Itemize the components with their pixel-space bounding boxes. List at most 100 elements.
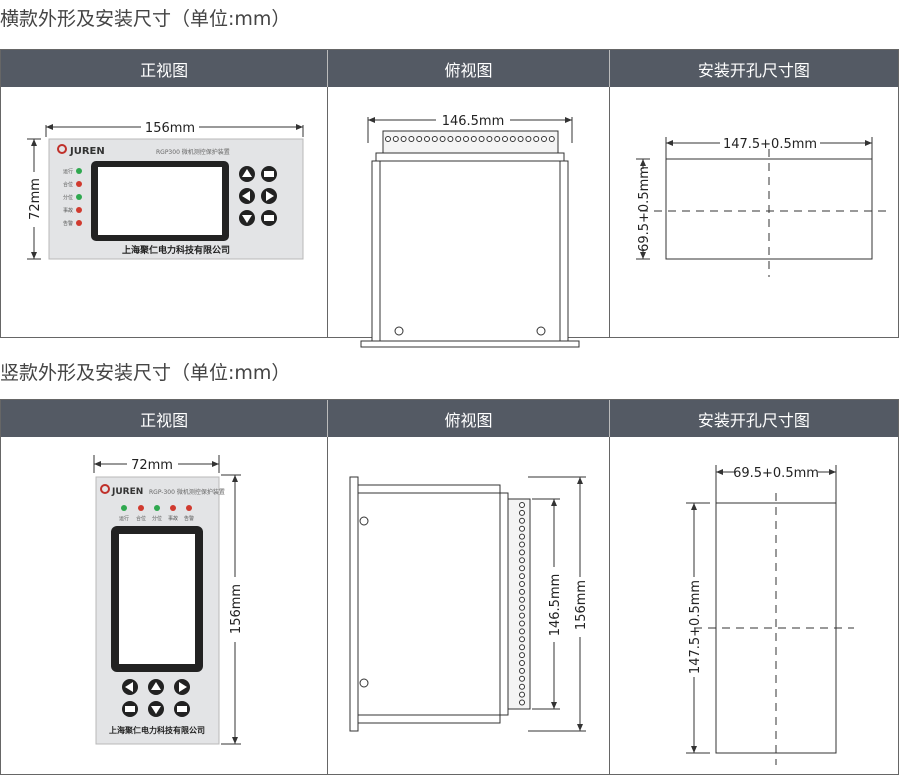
lcd-screen xyxy=(98,167,222,235)
cutout-view-vertical: 69.5+0.5mm 147.5+0.5mm xyxy=(610,437,898,774)
terminal-screw-icon xyxy=(525,136,532,142)
terminal-screw-icon xyxy=(471,136,478,142)
cutout-width-dimension: 69.5+0.5mm xyxy=(733,466,819,481)
height-dimension: 72mm xyxy=(28,178,43,220)
brand-name: JUREN xyxy=(111,487,143,497)
terminal-screw-icon xyxy=(519,581,526,587)
cutout-drawing: 147.5+0.5mm 69.5+0.5mm xyxy=(635,137,890,277)
terminal-screw-icon xyxy=(519,596,526,603)
front-bezel xyxy=(349,476,359,732)
terminal-screw-icon xyxy=(408,136,415,142)
brand-logo-icon xyxy=(100,484,110,494)
brand-logo-icon xyxy=(57,144,67,154)
terminal-screw-icon xyxy=(519,636,526,643)
model-label: RGP-300 微机测控保护装置 xyxy=(149,488,225,496)
terminal-screw-icon xyxy=(455,136,462,142)
terminal-screw-icon xyxy=(519,691,526,698)
keypad xyxy=(239,166,277,226)
front-view-drawing: 72mm 156mm JUREN RGP-300 微机测控保护装置 xyxy=(93,455,244,745)
screw-icon xyxy=(394,326,404,336)
terminal-screw-icon xyxy=(447,136,454,142)
company-name: 上海聚仁电力科技有限公司 xyxy=(122,244,230,256)
top-view-vertical: 146.5mm 156mm xyxy=(328,437,610,774)
terminal-screw-icon xyxy=(510,136,517,142)
svg-text:分位: 分位 xyxy=(63,194,73,201)
screw-icon xyxy=(536,326,546,336)
table-header: 正视图 俯视图 安装开孔尺寸图 xyxy=(1,50,898,87)
svg-text:分位: 分位 xyxy=(152,515,162,522)
header-cutout-view: 安装开孔尺寸图 xyxy=(697,410,810,430)
header-top-view: 俯视图 xyxy=(328,50,610,87)
width-dimension: 156mm xyxy=(145,121,195,136)
device-body xyxy=(371,160,569,342)
terminal-screw-icon xyxy=(519,675,526,682)
terminal-screw-icon xyxy=(519,652,526,659)
terminal-screw-icon xyxy=(519,549,526,556)
terminal-screw-icon xyxy=(519,565,526,572)
terminal-screw-icon xyxy=(519,612,526,619)
svg-text:合位: 合位 xyxy=(63,181,73,188)
terminal-screw-icon xyxy=(519,683,526,690)
svg-text:告警: 告警 xyxy=(63,220,73,227)
dimension-table-horizontal: 正视图 俯视图 安装开孔尺寸图 156mm 72mm xyxy=(0,49,899,348)
terminal-screw-icon xyxy=(385,136,392,142)
terminal-screw-icon xyxy=(519,660,526,666)
top-view-horizontal: 146.5mm xyxy=(328,87,610,348)
dimension-table-vertical: 正视图 俯视图 安装开孔尺寸图 72mm 156mm xyxy=(0,399,899,775)
lcd-screen xyxy=(119,534,195,664)
terminal-screw-icon xyxy=(519,667,526,674)
screw-icon xyxy=(359,678,369,688)
terminal-screw-icon xyxy=(519,541,526,548)
height-dimension: 156mm xyxy=(574,580,589,630)
terminal-screw-icon xyxy=(432,136,439,142)
svg-text:合位: 合位 xyxy=(136,515,146,522)
brand-name: JUREN xyxy=(69,146,105,157)
front-view-horizontal: 156mm 72mm JUREN RGP300 微机测控保护装置 xyxy=(1,87,329,337)
depth-dimension: 146.5mm xyxy=(548,574,563,637)
svg-text:告警: 告警 xyxy=(184,515,194,522)
terminal-screw-icon xyxy=(393,136,400,142)
section-title-vertical: 竖款外形及安装尺寸（单位:mm） xyxy=(0,362,291,384)
terminal-strip xyxy=(385,136,556,142)
cutout-height-dimension: 69.5+0.5mm xyxy=(637,166,652,252)
top-view-drawing: 146.5mm xyxy=(360,114,580,348)
model-label: RGP300 微机测控保护装置 xyxy=(156,148,230,156)
cutout-drawing: 69.5+0.5mm 147.5+0.5mm xyxy=(685,465,854,765)
top-view-drawing: 146.5mm 156mm xyxy=(349,476,589,732)
header-top-view: 俯视图 xyxy=(328,400,610,437)
svg-text:运行: 运行 xyxy=(63,168,73,175)
terminal-screw-icon xyxy=(486,136,493,142)
svg-text:事故: 事故 xyxy=(63,207,73,214)
terminal-screw-icon xyxy=(519,502,526,508)
device-body xyxy=(357,484,501,724)
terminal-screw-icon xyxy=(424,136,431,142)
front-view-vertical: 72mm 156mm JUREN RGP-300 微机测控保护装置 xyxy=(1,437,329,774)
terminal-screw-icon xyxy=(519,699,526,706)
terminal-screw-icon xyxy=(519,525,526,532)
cutout-height-dimension: 147.5+0.5mm xyxy=(688,580,703,674)
header-front-view: 正视图 xyxy=(1,50,329,87)
indicator-leds: 运行 合位 分位 事故 告警 xyxy=(119,505,194,522)
cutout-width-dimension: 147.5+0.5mm xyxy=(723,137,817,152)
terminal-screw-icon xyxy=(533,136,540,142)
terminal-screw-icon xyxy=(463,136,470,142)
terminal-screw-icon xyxy=(519,628,526,635)
terminal-screw-icon xyxy=(439,136,446,142)
width-dimension: 146.5mm xyxy=(442,114,505,129)
cutout-view-horizontal: 147.5+0.5mm 69.5+0.5mm xyxy=(610,87,898,337)
terminal-screw-icon xyxy=(519,509,526,516)
terminal-screw-icon xyxy=(549,136,556,142)
terminal-screw-icon xyxy=(400,136,407,142)
svg-text:运行: 运行 xyxy=(119,515,129,522)
front-view-drawing: 156mm 72mm JUREN RGP300 微机测控保护装置 xyxy=(27,121,304,260)
indicator-leds: 运行 合位 分位 事故 告警 xyxy=(63,168,82,227)
terminal-screw-icon xyxy=(541,136,548,142)
svg-text:事故: 事故 xyxy=(168,515,178,522)
terminal-screw-icon xyxy=(519,604,526,611)
height-dimension: 156mm xyxy=(229,584,244,634)
terminal-screw-icon xyxy=(519,588,526,595)
terminal-screw-icon xyxy=(519,557,526,564)
terminal-screw-icon xyxy=(519,620,526,627)
terminal-screw-icon xyxy=(517,136,524,142)
terminal-screw-icon xyxy=(519,533,526,540)
